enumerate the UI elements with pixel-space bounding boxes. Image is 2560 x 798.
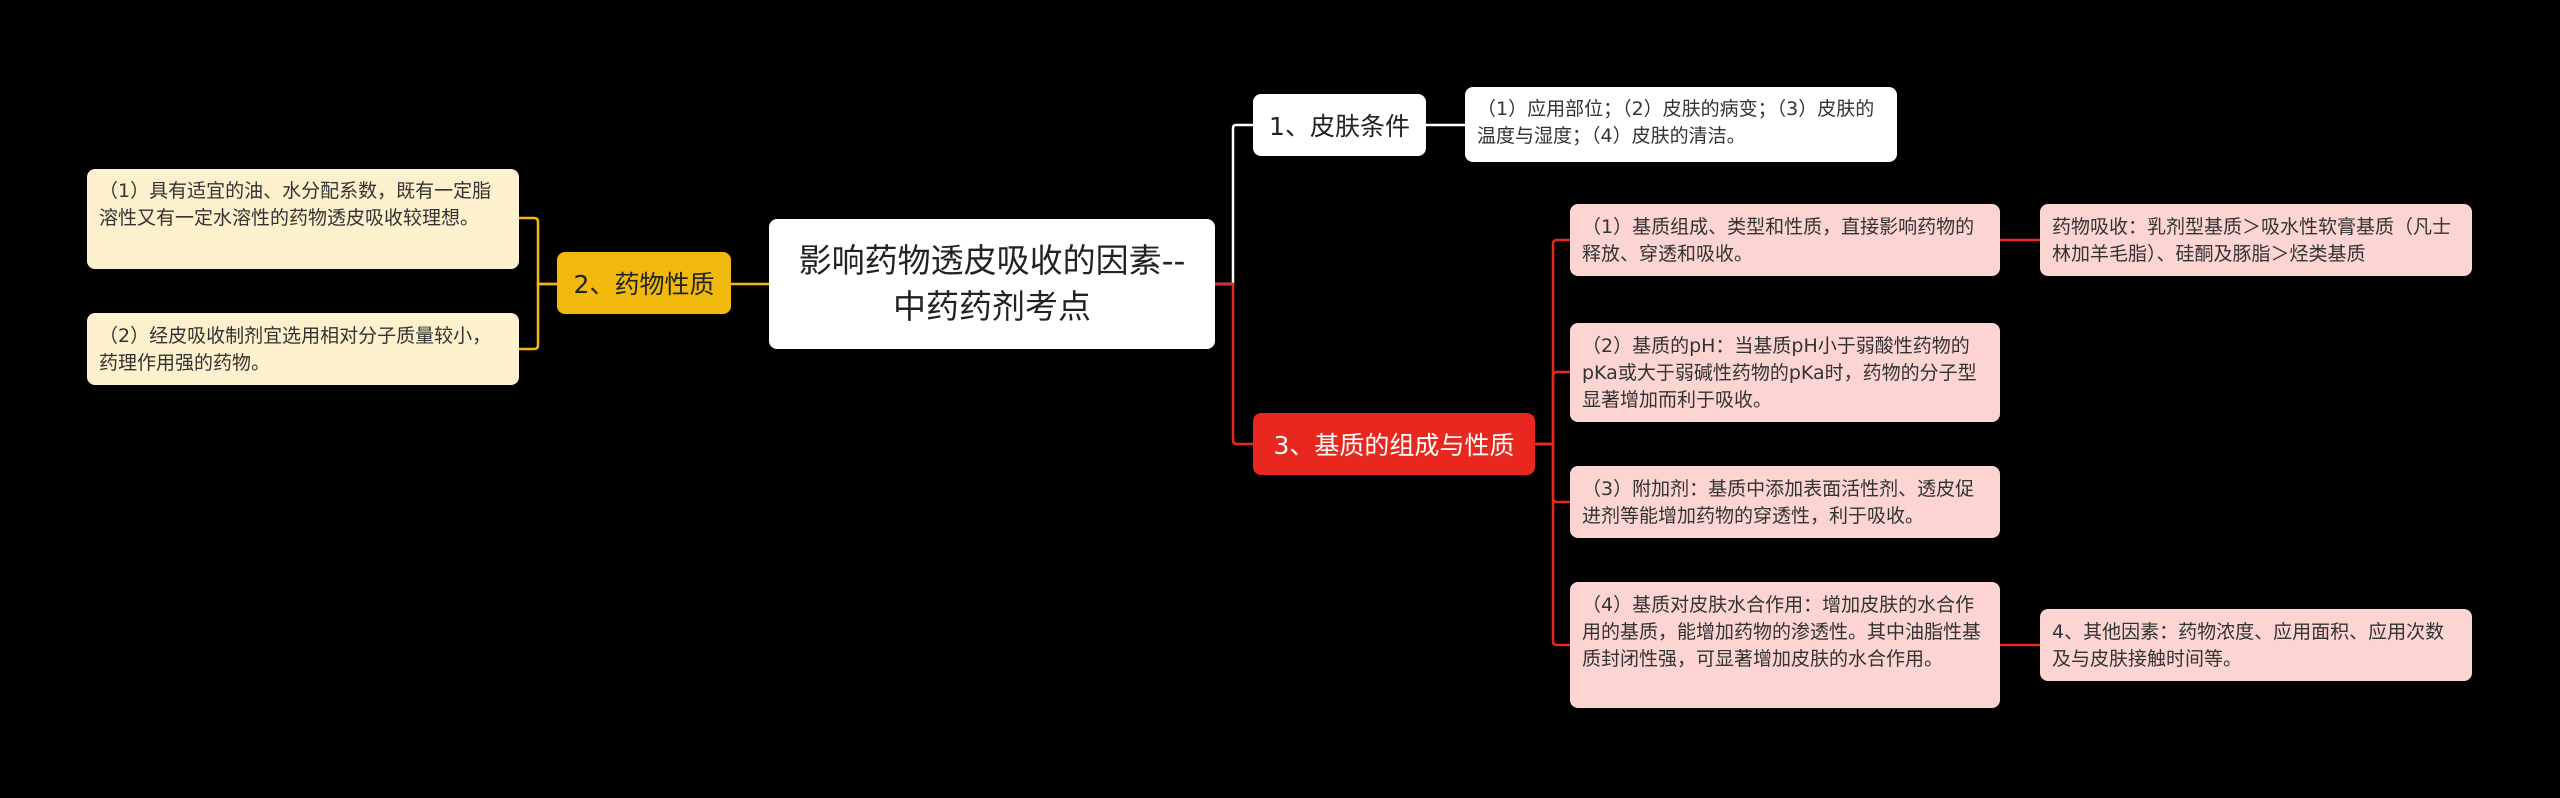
leaf-skin-detail-text: （1）应用部位；（2）皮肤的病变；（3）皮肤的温度与湿度；（4）皮肤的清洁。 [1477, 98, 1875, 147]
branch-skin-label: 1、皮肤条件 [1269, 112, 1410, 141]
branch-skin-conditions[interactable]: 1、皮肤条件 [1253, 94, 1426, 156]
branch-drug-label: 2、药物性质 [573, 270, 715, 299]
branch-matrix-label: 3、基质的组成与性质 [1273, 431, 1515, 460]
leaf-matrix-4-text: （4）基质对皮肤水合作用：增加皮肤的水合作用的基质，能增加药物的渗透性。其中油脂… [1582, 594, 1982, 670]
connector-drug-leaf1 [519, 216, 557, 286]
leaf-drug-1[interactable]: （1）具有适宜的油、水分配系数，既有一定脂溶性又有一定水溶性的药物透皮吸收较理想… [87, 169, 519, 269]
leaf-drug-1-text: （1）具有适宜的油、水分配系数，既有一定脂溶性又有一定水溶性的药物透皮吸收较理想… [99, 180, 492, 229]
connector-root-skin [1215, 123, 1253, 286]
leaf-matrix-2[interactable]: （2）基质的pH：当基质pH小于弱酸性药物的pKa或大于弱碱性药物的pKa时，药… [1570, 323, 2000, 422]
leaf-drug-2[interactable]: （2）经皮吸收制剂宜选用相对分子质量较小，药理作用强的药物。 [87, 313, 519, 385]
root-topic[interactable]: 影响药物透皮吸收的因素--中药药剂考点 [769, 219, 1215, 349]
branch-matrix-composition[interactable]: 3、基质的组成与性质 [1253, 413, 1535, 475]
leaf-matrix-2-text: （2）基质的pH：当基质pH小于弱酸性药物的pKa或大于弱碱性药物的pKa时，药… [1582, 335, 1977, 411]
branch-drug-properties[interactable]: 2、药物性质 [557, 252, 731, 314]
leaf-drug-2-text: （2）经皮吸收制剂宜选用相对分子质量较小，药理作用强的药物。 [99, 325, 492, 374]
connector-matrix-leaf2 [1535, 370, 1570, 446]
root-topic-label: 影响药物透皮吸收的因素--中药药剂考点 [798, 241, 1186, 326]
leaf-matrix-1-text: （1）基质组成、类型和性质，直接影响药物的释放、穿透和吸收。 [1582, 216, 1975, 265]
connector-matrix-leaf4 [1535, 442, 1570, 647]
leaf-skin-detail[interactable]: （1）应用部位；（2）皮肤的病变；（3）皮肤的温度与湿度；（4）皮肤的清洁。 [1465, 87, 1897, 162]
leaf-matrix-1-sub[interactable]: 药物吸收：乳剂型基质＞吸水性软膏基质（凡士林加羊毛脂）、硅酮及豚脂＞烃类基质 [2040, 204, 2472, 276]
leaf-matrix-4-sub-text: 4、其他因素：药物浓度、应用面积、应用次数及与皮肤接触时间等。 [2052, 621, 2445, 670]
leaf-matrix-3[interactable]: （3）附加剂：基质中添加表面活性剂、透皮促进剂等能增加药物的穿透性，利于吸收。 [1570, 466, 2000, 538]
leaf-matrix-3-text: （3）附加剂：基质中添加表面活性剂、透皮促进剂等能增加药物的穿透性，利于吸收。 [1582, 478, 1975, 527]
connector-matrix-leaf1 [1535, 238, 1570, 446]
leaf-matrix-1-sub-text: 药物吸收：乳剂型基质＞吸水性软膏基质（凡士林加羊毛脂）、硅酮及豚脂＞烃类基质 [2052, 216, 2452, 265]
leaf-matrix-1[interactable]: （1）基质组成、类型和性质，直接影响药物的释放、穿透和吸收。 [1570, 204, 2000, 276]
connector-drug-leaf2 [519, 282, 557, 351]
leaf-matrix-4-sub[interactable]: 4、其他因素：药物浓度、应用面积、应用次数及与皮肤接触时间等。 [2040, 609, 2472, 681]
connector-root-matrix [1215, 282, 1253, 446]
leaf-matrix-4[interactable]: （4）基质对皮肤水合作用：增加皮肤的水合作用的基质，能增加药物的渗透性。其中油脂… [1570, 582, 2000, 708]
